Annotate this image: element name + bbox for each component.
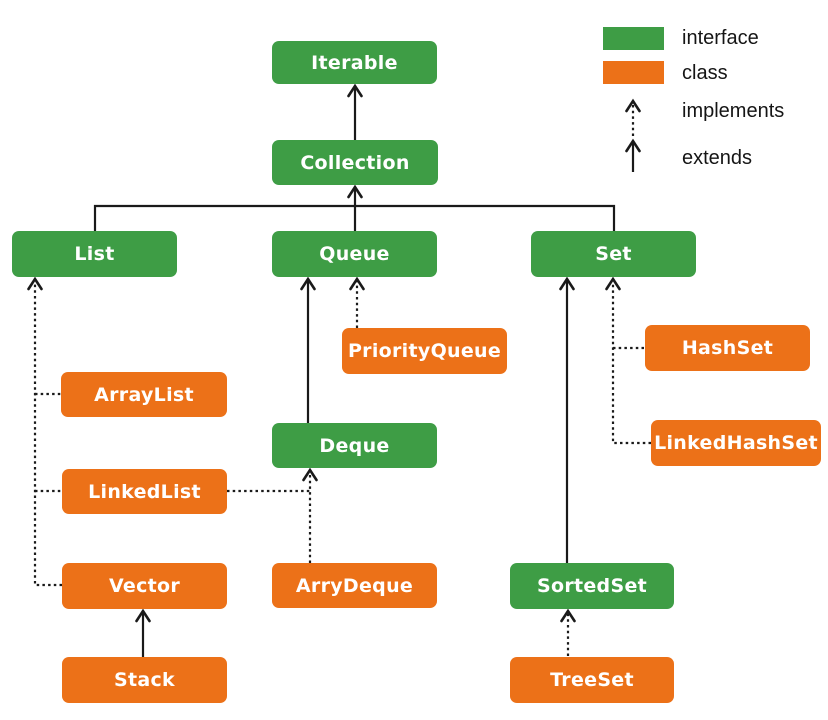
node-label: Set: [595, 243, 632, 265]
node-label: ArryDeque: [295, 574, 414, 597]
node-treeset: TreeSet: [510, 657, 674, 703]
node-deque: Deque: [272, 423, 437, 468]
node-label: Vector: [108, 575, 181, 597]
node-label: TreeSet: [550, 669, 634, 691]
node-stack: Stack: [62, 657, 227, 703]
legend-interface-swatch: [603, 27, 664, 50]
node-linkedhashset: LinkedHashSet: [651, 420, 821, 466]
node-label: HashSet: [681, 337, 774, 359]
node-set: Set: [531, 231, 696, 277]
legend-class-label: class: [682, 62, 728, 84]
node-label: Deque: [319, 434, 390, 457]
node-sortedset: SortedSet: [510, 563, 674, 609]
node-hashset: HashSet: [645, 325, 810, 371]
node-iterable: Iterable: [272, 41, 437, 84]
node-label: Queue: [319, 243, 390, 265]
node-vector: Vector: [62, 563, 227, 609]
node-label: SortedSet: [536, 575, 648, 597]
node-arrydeque: ArryDeque: [272, 563, 437, 608]
node-label: Collection: [300, 151, 410, 174]
node-label: LinkedHashSet: [654, 432, 818, 454]
edge-vector-implements-list-trunk: [27, 276, 62, 587]
node-queue: Queue: [272, 231, 437, 277]
node-label: Iterable: [311, 51, 398, 74]
node-list: List: [12, 231, 177, 277]
node-label: PriorityQueue: [347, 340, 502, 362]
edge-linkedhashset-implements-set-trunk: [605, 276, 651, 445]
node-label: ArrayList: [94, 383, 194, 406]
node-label: List: [74, 243, 115, 265]
node-priorityqueue: PriorityQueue: [342, 328, 507, 374]
legend-class-swatch: [603, 61, 664, 84]
legend-interface-label: interface: [682, 27, 759, 49]
node-label: Stack: [114, 669, 175, 691]
node-collection: Collection: [272, 140, 438, 185]
legend-implements-label: implements: [682, 100, 785, 122]
node-arraylist: ArrayList: [61, 372, 227, 417]
node-linkedlist: LinkedList: [62, 469, 227, 514]
legend-extends-label: extends: [682, 147, 753, 169]
node-label: LinkedList: [88, 480, 201, 503]
